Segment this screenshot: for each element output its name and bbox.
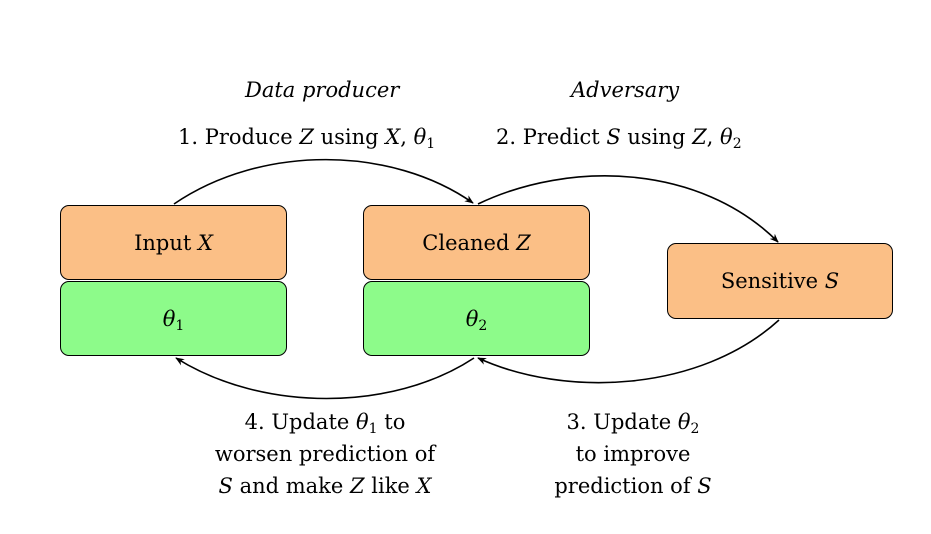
step4-line3: S and make Z like X xyxy=(218,474,432,498)
producer-header: Data producer xyxy=(245,78,400,102)
arrow-step3 xyxy=(477,319,780,384)
theta1-box: θ1 xyxy=(60,281,287,356)
arrow-step2 xyxy=(477,175,779,243)
step2-label: 2. Predict S using Z, θ2 xyxy=(496,125,742,152)
step1-label: 1. Produce Z using X, θ1 xyxy=(178,125,436,152)
step3-line3: prediction of S xyxy=(554,474,712,498)
step4-line1: 4. Update θ1 to xyxy=(244,410,406,437)
input-x-box: Input X xyxy=(60,205,287,280)
adversary-header: Adversary xyxy=(571,78,680,102)
arrow-step4 xyxy=(175,357,475,400)
step3-line1: 3. Update θ2 xyxy=(566,410,700,437)
arrow-step1 xyxy=(173,158,474,205)
cleaned-z-box: Cleaned Z xyxy=(363,205,590,280)
step3-line2: to improve xyxy=(575,442,691,466)
sensitive-s-box: Sensitive S xyxy=(667,243,893,319)
theta2-box: θ2 xyxy=(363,281,590,356)
step4-line2: worsen prediction of xyxy=(214,442,436,466)
